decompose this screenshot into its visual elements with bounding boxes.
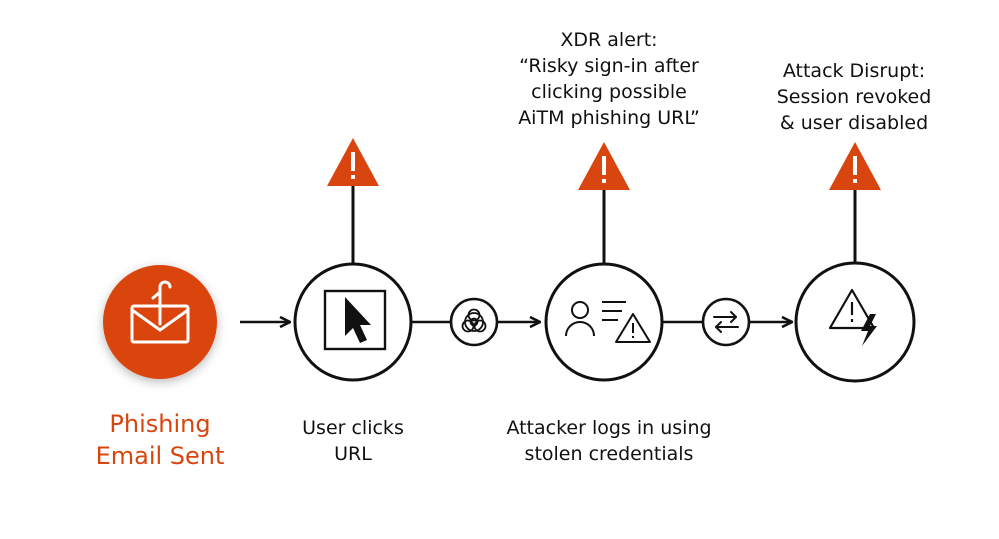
phishing-email-icon — [130, 280, 190, 344]
biohazard-icon — [449, 297, 499, 347]
alert-line: XDR alert: — [560, 29, 658, 51]
attacker-login-node — [544, 262, 664, 382]
alert-line: clicking possible — [531, 81, 687, 103]
caption-line: URL — [334, 443, 372, 465]
exchange-arrows-icon — [701, 297, 751, 347]
phishing-email-node — [103, 265, 217, 379]
warning-triangle-icon — [327, 138, 379, 186]
caption-line: stolen credentials — [524, 443, 694, 465]
alert-line: Attack Disrupt: — [782, 60, 926, 82]
alert-line: “Risky sign-in after — [519, 55, 699, 77]
attack-disrupt-alert-text: Attack Disrupt: Session revoked & user d… — [749, 58, 959, 136]
mouse-cursor-icon — [323, 289, 387, 351]
warning-triangle-icon — [578, 142, 630, 190]
attacker-login-caption: Attacker logs in using stolen credential… — [479, 415, 739, 467]
alert-line: & user disabled — [779, 112, 929, 134]
caption-line: Attacker logs in using — [506, 417, 712, 439]
attack-disrupt-node — [794, 261, 916, 383]
alert-line: AiTM phishing URL” — [518, 107, 700, 129]
alert-line: Session revoked — [776, 86, 932, 108]
caption-line: User clicks — [302, 417, 404, 439]
warning-lightning-icon — [828, 288, 877, 346]
user-clicks-node — [293, 262, 413, 382]
user-alert-list-icon — [565, 301, 651, 343]
user-clicks-caption: User clicks URL — [253, 415, 453, 467]
phishing-email-caption: Phishing Email Sent — [60, 408, 260, 472]
warning-triangle-icon — [829, 142, 881, 190]
caption-line: Email Sent — [95, 442, 225, 470]
caption-line: Phishing — [109, 410, 211, 438]
xdr-alert-text: XDR alert: “Risky sign-in after clicking… — [489, 27, 729, 131]
